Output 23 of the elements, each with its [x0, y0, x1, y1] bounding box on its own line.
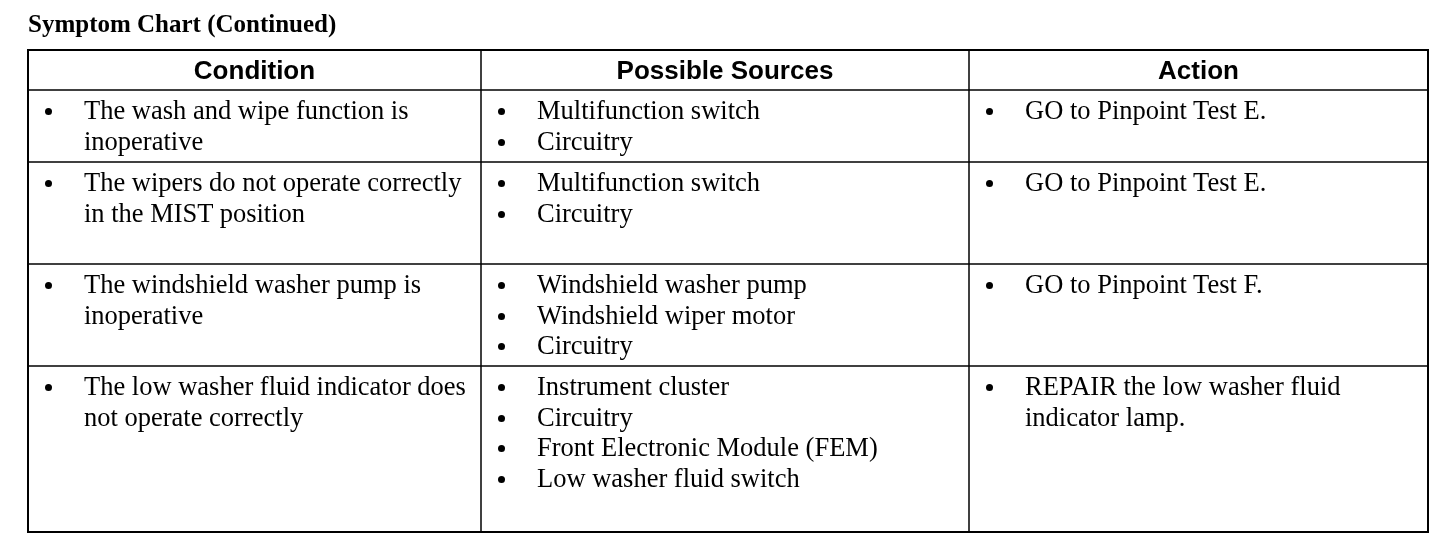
source-item: Instrument cluster: [537, 371, 731, 402]
source-item: Circuitry: [537, 330, 634, 361]
source-item: Windshield wiper motor: [537, 299, 796, 330]
source-item: Windshield washer pump: [537, 269, 808, 300]
action-text: GO to Pinpoint Test E.: [1025, 167, 1268, 198]
chart-title: Symptom Chart (Continued): [28, 10, 337, 38]
source-item: Circuitry: [537, 401, 634, 432]
condition-text: The windshield washer pump is inoperative: [84, 269, 423, 330]
source-item: Multifunction switch: [537, 167, 762, 198]
source-item: Circuitry: [537, 125, 634, 156]
source-item: Front Electronic Module (FEM): [537, 432, 879, 463]
action-text: REPAIR the low washer fluid indicator lamp.: [1025, 371, 1342, 432]
condition-text: The low washer fluid indicator does not operate correctly: [84, 371, 467, 432]
condition-text: The wash and wipe function is inoperative: [84, 95, 410, 156]
source-item: Multifunction switch: [537, 95, 762, 126]
action-text: GO to Pinpoint Test F.: [1025, 269, 1264, 300]
column-header: Possible Sources: [616, 55, 834, 85]
column-header: Action: [1158, 55, 1239, 85]
source-item: Low washer fluid switch: [537, 462, 801, 493]
column-header: Condition: [193, 55, 316, 85]
action-text: GO to Pinpoint Test E.: [1025, 95, 1268, 126]
condition-text: The wipers do not operate correctly in the MIST position: [84, 167, 463, 228]
source-item: Circuitry: [537, 197, 634, 228]
